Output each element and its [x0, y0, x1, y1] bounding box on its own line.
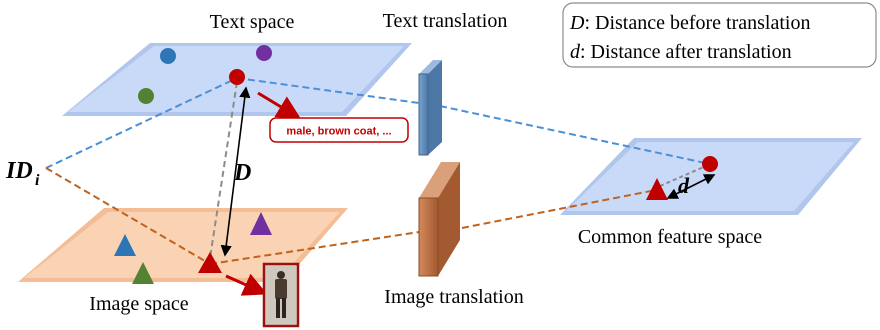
common-text-point: [702, 156, 718, 172]
svg-text:d: Distance after translation: d: Distance after translation: [570, 41, 792, 63]
id-to-image-path: [45, 167, 211, 265]
text-point-green: [138, 88, 154, 104]
text-point-purple: [256, 45, 272, 61]
image-point-purple: [250, 212, 272, 235]
photo-arrow: [225, 273, 268, 296]
legend-line1-symbol: D: [569, 12, 585, 34]
image-point-blue: [114, 234, 136, 256]
text-point-blue: [160, 48, 176, 64]
distance-after-label: d: [678, 173, 690, 198]
text-description-tag: male, brown coat, ...: [269, 117, 409, 143]
image-translation-label: Image translation: [384, 286, 523, 308]
person-photo-icon: [262, 262, 300, 328]
identity-label: ID i: [5, 158, 40, 189]
distance-after-arrow: [666, 174, 716, 199]
text-translation-block: [418, 60, 442, 156]
distance-before-label: D: [233, 160, 251, 186]
legend-line1-text: : Distance before translation: [584, 12, 810, 34]
image-to-translation-path: [209, 231, 420, 265]
text-tag-arrow: [257, 91, 302, 120]
text-translation-label: Text translation: [383, 10, 508, 32]
svg-text:i: i: [35, 172, 40, 189]
svg-text:male, brown coat, ...: male, brown coat, ...: [286, 126, 391, 138]
image-space-label: Image space: [89, 293, 189, 315]
image-translation-block: [418, 162, 460, 277]
svg-text:D: Distance before translation: D: Distance before translation: [569, 12, 810, 34]
legend-line2-symbol: d: [570, 41, 581, 63]
text-space-label: Text space: [210, 11, 295, 33]
legend-line2-text: : Distance after translation: [580, 41, 792, 63]
text-to-translation-path: [236, 77, 420, 104]
text-anchor-point: [229, 69, 245, 85]
image-point-green: [132, 262, 154, 284]
translation-to-common-text-path: [439, 105, 711, 165]
legend-box: D: Distance before translation d: Distan…: [562, 2, 877, 68]
id-to-text-path: [45, 77, 238, 169]
image-anchor-point: [198, 252, 222, 273]
svg-text:ID: ID: [5, 158, 33, 184]
common-space-label: Common feature space: [578, 226, 762, 248]
common-image-point: [646, 178, 668, 200]
distance-before-arrow: [220, 86, 251, 257]
